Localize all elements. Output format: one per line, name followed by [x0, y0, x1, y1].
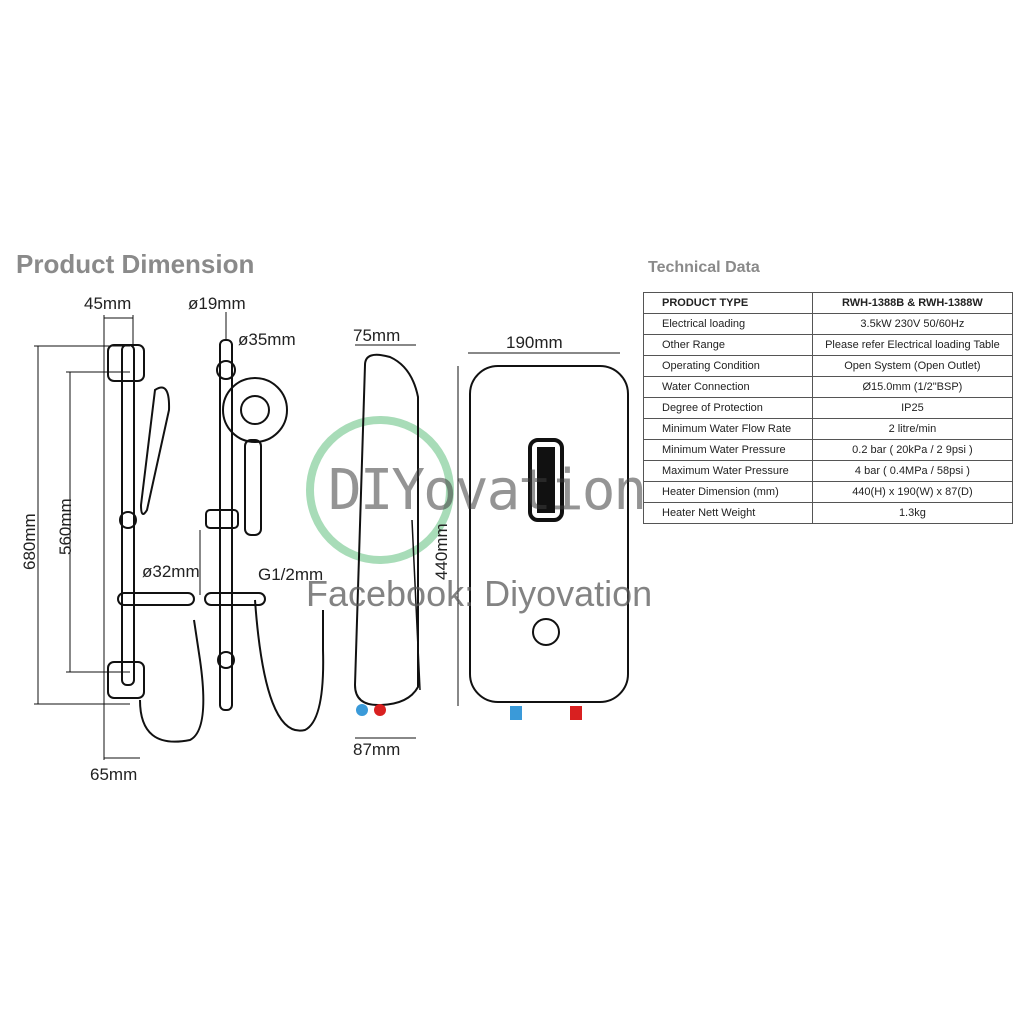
row-value: Ø15.0mm (1/2"BSP)	[811, 376, 1014, 398]
technical-data-table: PRODUCT TYPE RWH-1388B & RWH-1388W Elect…	[643, 292, 1014, 524]
row-value: 1.3kg	[811, 502, 1014, 524]
row-value: Open System (Open Outlet)	[811, 355, 1014, 377]
row-label: Minimum Water Flow Rate	[643, 418, 813, 440]
row-label: Water Connection	[643, 376, 813, 398]
rail-width-label: 45mm	[84, 294, 132, 313]
row-label: Maximum Water Pressure	[643, 460, 813, 482]
page-title: Product Dimension	[16, 249, 255, 279]
watermark-facebook: Facebook: Diyovation	[306, 573, 653, 614]
side-depth-bottom-label: 87mm	[353, 740, 401, 759]
row-value: 2 litre/min	[811, 418, 1014, 440]
row-value: 0.2 bar ( 20kPa / 2 9psi )	[811, 439, 1014, 461]
rail-height-label: 560mm	[56, 498, 75, 555]
row-label: Other Range	[643, 334, 813, 356]
side-depth-top-label: 75mm	[353, 326, 401, 345]
holder-diameter-label: ø32mm	[142, 562, 200, 581]
watermark-ring	[306, 416, 454, 564]
row-value: 440(H) x 190(W) x 87(D)	[811, 481, 1014, 503]
row-label: Minimum Water Pressure	[643, 439, 813, 461]
watermark-logo: DIYovation	[328, 458, 647, 523]
table-header-cell: RWH-1388B & RWH-1388W	[811, 292, 1014, 314]
total-height-label: 680mm	[20, 513, 39, 570]
row-label: Heater Dimension (mm)	[643, 481, 813, 503]
heater-height-label: 440mm	[432, 523, 451, 580]
shower-rail-front	[34, 315, 205, 760]
row-label: Degree of Protection	[643, 397, 813, 419]
row-label: Heater Nett Weight	[643, 502, 813, 524]
row-value: Please refer Electrical loading Table	[811, 334, 1014, 356]
technical-data-title: Technical Data	[648, 259, 760, 276]
heater-side-view	[353, 344, 421, 739]
row-label: Operating Condition	[643, 355, 813, 377]
row-label: Electrical loading	[643, 313, 813, 335]
rail-diameter-label: ø19mm	[188, 294, 246, 313]
heater-width-label: 190mm	[506, 333, 563, 352]
bracket-depth-label: 65mm	[90, 765, 138, 784]
shower-rail-side	[199, 312, 325, 732]
row-value: 4 bar ( 0.4MPa / 58psi )	[811, 460, 1014, 482]
head-diameter-label: ø35mm	[238, 330, 296, 349]
heater-front-view	[457, 352, 629, 720]
row-value: IP25	[811, 397, 1014, 419]
table-header-row: PRODUCT TYPE RWH-1388B & RWH-1388W	[643, 292, 1014, 314]
row-value: 3.5kW 230V 50/60Hz	[811, 313, 1014, 335]
hose-thread-label: G1/2mm	[258, 565, 324, 584]
table-row: Heater Dimension (mm)440(H) x 190(W) x 8…	[643, 481, 1014, 503]
table-header-cell: PRODUCT TYPE	[643, 292, 813, 314]
